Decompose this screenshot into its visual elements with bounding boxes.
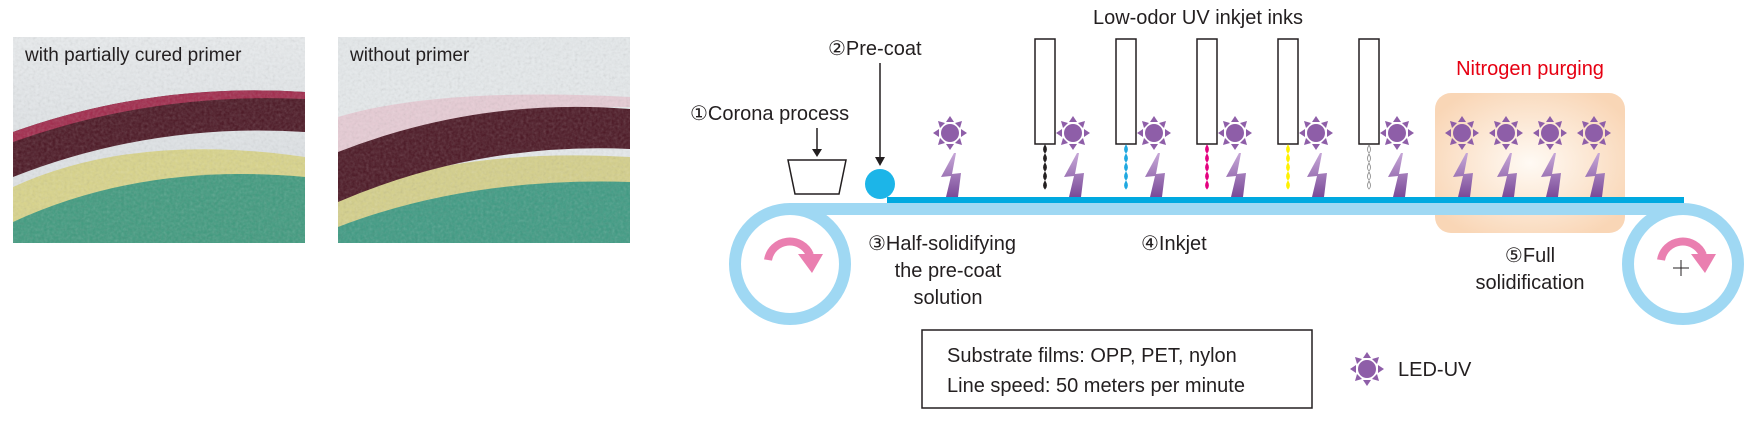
step-corona-label: ①Corona process [690, 103, 849, 125]
ink-droplet-icon [1043, 153, 1047, 163]
nitrogen-label: Nitrogen purging [1456, 58, 1604, 80]
left-roller [729, 203, 851, 325]
uv-bolt-icon [1145, 153, 1165, 197]
line-speed-text: Line speed: 50 meters per minute [947, 375, 1245, 397]
ink-droplet-icon [1124, 171, 1128, 181]
inks-title: Low-odor UV inkjet inks [1093, 7, 1303, 29]
uv-bolt-icon [1064, 153, 1084, 197]
led-uv-icon [1299, 116, 1333, 150]
led-uv-icon [933, 116, 967, 150]
led-uv-icon [1056, 116, 1090, 150]
step-half-solidify-label: solution [914, 287, 983, 309]
ink-droplet-icon [1124, 153, 1128, 163]
photo-label: with partially cured primer [25, 45, 242, 66]
photo-with-primer: with partially cured primer [13, 37, 305, 243]
led-uv-icon [1350, 352, 1384, 386]
ink-droplet-icon [1286, 153, 1290, 163]
ink-droplet-icon [1043, 171, 1047, 181]
step-half-solidify-label: the pre-coat [895, 260, 1002, 282]
inkjet-head [1196, 38, 1218, 145]
print-sample-image [338, 37, 630, 243]
ink-droplet-icon [1367, 153, 1371, 163]
conveyor-belt [790, 203, 1683, 215]
step-precoat-label: ②Pre-coat [828, 38, 922, 60]
uv-bolt-icon [1307, 153, 1327, 197]
led-uv-icon [1533, 116, 1567, 150]
inkjet-head [1115, 38, 1137, 145]
uv-bolt-icon [1226, 153, 1246, 197]
legend-label: LED-UV [1398, 359, 1472, 381]
ink-droplet-icon [1043, 144, 1047, 154]
rotation-arrow-icon [764, 237, 823, 273]
step-inkjet-label: ④Inkjet [1141, 233, 1207, 255]
corona-unit-icon [787, 159, 847, 195]
led-uv-icon [1445, 116, 1479, 150]
substrate-films-text: Substrate films: OPP, PET, nylon [947, 345, 1237, 367]
substrate-film [887, 197, 1684, 203]
ink-droplet-icon [1286, 171, 1290, 181]
precoat-roller-icon [865, 169, 895, 199]
info-box [921, 329, 1313, 409]
arrow-down-icon [812, 149, 822, 157]
ink-droplet-icon [1124, 162, 1128, 172]
led-uv-icon [1577, 116, 1611, 150]
photo-without-primer: without primer [338, 37, 630, 243]
ink-droplet-icon [1205, 144, 1209, 154]
ink-droplet-icon [1367, 162, 1371, 172]
inkjet-head [1034, 38, 1056, 145]
led-uv-icon [1489, 116, 1523, 150]
led-uv-icon [1380, 116, 1414, 150]
ink-droplet-icon [1286, 180, 1290, 190]
ink-droplet-icon [1205, 162, 1209, 172]
step-half-solidify-label: ③Half-solidifying [868, 233, 1016, 255]
ink-droplet-icon [1124, 180, 1128, 190]
arrow-down-icon [875, 157, 885, 166]
ink-droplet-icon [1205, 153, 1209, 163]
ink-droplet-icon [1043, 162, 1047, 172]
ink-droplet-icon [1205, 180, 1209, 190]
uv-bolt-icon [1388, 153, 1408, 197]
right-roller [1622, 203, 1744, 325]
ink-droplet-icon [1205, 171, 1209, 181]
ink-droplet-icon [1367, 171, 1371, 181]
ink-droplet-icon [1124, 144, 1128, 154]
step-full-solidify-label: ⑤Full [1505, 245, 1555, 267]
print-sample-image [13, 37, 305, 243]
photo-label: without primer [350, 45, 470, 66]
led-uv-icon [1218, 116, 1252, 150]
rotation-arrow-icon [1657, 237, 1716, 276]
ink-droplet-icon [1367, 180, 1371, 190]
inkjet-head [1277, 38, 1299, 145]
ink-droplet-icon [1043, 180, 1047, 190]
led-uv-icon [1137, 116, 1171, 150]
ink-droplet-icon [1367, 144, 1371, 154]
inkjet-head [1358, 38, 1380, 145]
ink-droplet-icon [1286, 144, 1290, 154]
step-full-solidify-label: solidification [1476, 272, 1585, 294]
ink-droplet-icon [1286, 162, 1290, 172]
uv-bolt-icon [941, 153, 961, 197]
